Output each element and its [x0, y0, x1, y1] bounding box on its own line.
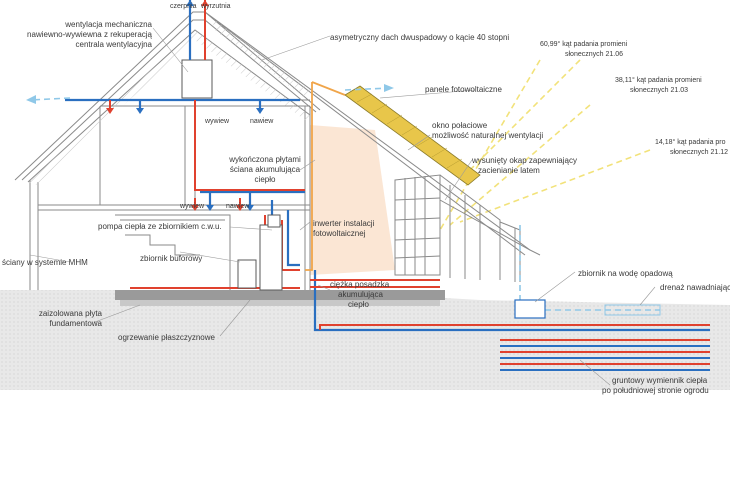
label-inverter-2: fotowoltaicznej	[313, 229, 366, 238]
label-angle3-2: słonecznych 21.12	[670, 149, 728, 156]
exhaust-flows	[29, 87, 660, 311]
exhaust-arrow-right	[384, 84, 394, 92]
label-slab-2: fundamentowa	[50, 319, 103, 328]
label-wyrzutnia: wyrzutnia	[200, 3, 231, 10]
equipment	[237, 214, 283, 291]
label-vent-1: wentylacja mechaniczna	[64, 20, 152, 29]
label-floor-3: ciepło	[348, 300, 369, 309]
ground-heat-exchanger	[500, 345, 710, 371]
label-angle2-2: słonecznych 21.03	[630, 87, 688, 94]
label-overhang-1: wysunięty okap zapewniający	[471, 156, 577, 165]
label-roof: asymetryczny dach dwuspadowy o kącie 40 …	[330, 33, 509, 42]
label-rain-tank: zbiornik na wodę opadową	[578, 269, 673, 278]
label-drainage: drenaż nawadniający	[660, 283, 730, 292]
roof-insulation-right	[212, 20, 310, 98]
roof-insulation	[28, 30, 310, 185]
label-wall-3: ciepło	[255, 175, 276, 184]
label-wall-1: wykończona płytami	[228, 155, 301, 164]
label-pv-panels: panele fotowoltaiczne	[425, 85, 502, 94]
label-wall-2: ściana akumulująca	[230, 165, 301, 174]
hot-arrows	[106, 0, 244, 211]
label-czerpnia: czerpnia	[170, 3, 197, 10]
label-slab-1: zaizolowana płyta	[39, 309, 103, 318]
label-ground-hx-2: po południowej stronie ogrodu	[602, 386, 709, 395]
label-wywiew-upper: wywiew	[204, 118, 230, 125]
label-buffer-tank: zbiornik buforowy	[140, 254, 202, 263]
exhaust-arrow-left	[26, 95, 36, 104]
label-skylight-2: możliwość naturalnej wentylacji	[432, 131, 543, 140]
label-heat-pump: pompa ciepła ze zbiornikiem c.w.u.	[98, 222, 222, 231]
label-angle3-1: 14,18° kąt padania pro	[655, 138, 726, 146]
sun-rays	[439, 59, 651, 231]
label-skylight-1: okno połaciowe	[432, 121, 488, 130]
label-angle1-1: 60,99° kąt padania promieni	[540, 40, 628, 48]
sunspace-zone	[310, 125, 395, 275]
label-nawiew-upper: nawiew	[250, 118, 274, 125]
ventilation-unit	[181, 59, 213, 99]
label-inverter-1: inwerter instalacji	[313, 219, 375, 228]
label-angle1-2: słonecznych 21.06	[565, 51, 623, 58]
label-vent-3: centrala wentylacyjna	[76, 40, 153, 49]
label-nawiew-lower: nawiew	[226, 203, 250, 210]
cold-ducts	[65, 0, 710, 332]
rain-tank	[514, 299, 661, 319]
label-overhang-2: zacienianie latem	[478, 166, 540, 175]
label-vent-2: nawiewno-wywiewna z rekuperacją	[27, 30, 152, 39]
label-floor-1: ciężka posadzka	[330, 280, 390, 289]
label-surface-heating: ogrzewanie płaszczyznowe	[118, 333, 215, 342]
label-wywiew-lower: wywiew	[179, 203, 205, 210]
leader-lines	[29, 27, 656, 386]
label-angle2-1: 38,11° kąt padania promieni	[615, 76, 702, 84]
label-mhm-walls: ściany w systemie MHM	[2, 258, 88, 267]
label-ground-hx-1: gruntowy wymiennik ciepła	[612, 376, 708, 385]
cold-arrows	[136, 0, 264, 211]
pv-cable	[305, 81, 346, 271]
label-floor-2: akumulująca	[338, 290, 383, 299]
foundation-slab	[115, 290, 445, 306]
